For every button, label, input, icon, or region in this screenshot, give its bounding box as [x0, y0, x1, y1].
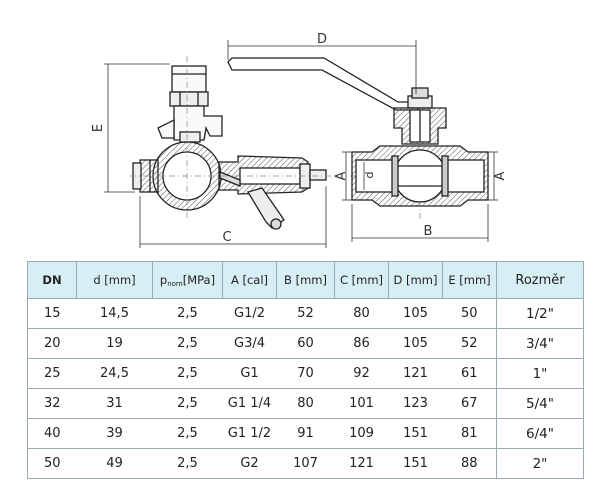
cell-pnom: 2,5 [152, 298, 223, 329]
cell-pnom: 2,5 [152, 448, 223, 479]
cell-pnom: 2,5 [152, 388, 223, 419]
table-row: 32 31 2,5 G1 1/4 80 101 123 67 5/4" [27, 388, 584, 419]
cell-dn: 25 [27, 358, 77, 389]
cell-d: 31 [76, 388, 153, 419]
cell-pnom: 2,5 [152, 418, 223, 449]
cell-c: 109 [334, 418, 389, 449]
table-row: 50 49 2,5 G2 107 121 151 88 2" [27, 448, 584, 479]
cell-b: 60 [276, 328, 335, 359]
valve-section-view [227, 57, 489, 207]
cell-size: 1/2" [496, 298, 584, 329]
cell-d: 24,5 [76, 358, 153, 389]
cell-b: 70 [276, 358, 335, 389]
header-a: A [cal] [222, 261, 277, 299]
cell-a: G1 1/4 [222, 388, 277, 419]
cell-size: 2" [496, 448, 584, 479]
cell-b: 80 [276, 388, 335, 419]
cell-d-mm: 151 [388, 448, 443, 479]
header-pnom-unit: [MPa] [182, 272, 216, 287]
cell-d-mm: 123 [388, 388, 443, 419]
cell-dn: 32 [27, 388, 77, 419]
cell-dn: 20 [27, 328, 77, 359]
cell-d: 39 [76, 418, 153, 449]
cell-b: 107 [276, 448, 335, 479]
cell-e: 61 [442, 358, 497, 389]
cell-e: 67 [442, 388, 497, 419]
cell-c: 101 [334, 388, 389, 419]
cell-c: 80 [334, 298, 389, 329]
dimensions-table: DN d [mm] pnom[MPa] A [cal] B [mm] C [mm… [27, 261, 584, 479]
header-d: d [mm] [76, 261, 153, 299]
cell-d-mm: 105 [388, 328, 443, 359]
cell-pnom: 2,5 [152, 328, 223, 359]
table-row: 15 14,5 2,5 G1/2 52 80 105 50 1/2" [27, 298, 584, 329]
cell-dn: 50 [27, 448, 77, 479]
table-row: 20 19 2,5 G3/4 60 86 105 52 3/4" [27, 328, 584, 359]
cell-size: 1" [496, 358, 584, 389]
table-row: 40 39 2,5 G1 1/2 91 109 151 81 6/4" [27, 418, 584, 449]
cell-d-mm: 151 [388, 418, 443, 449]
header-pnom-prefix: p [159, 272, 168, 287]
dim-label-b: B [424, 224, 433, 239]
cell-a: G1 [222, 358, 277, 389]
valve-side-view [132, 65, 327, 230]
header-d-mm: D [mm] [388, 261, 443, 299]
header-pnom-sub: nom [167, 279, 183, 288]
cell-dn: 15 [27, 298, 77, 329]
cell-d-mm: 105 [388, 298, 443, 329]
cell-e: 50 [442, 298, 497, 329]
cell-c: 121 [334, 448, 389, 479]
cell-a: G3/4 [222, 328, 277, 359]
cell-b: 52 [276, 298, 335, 329]
header-size: Rozměr [496, 261, 584, 299]
dim-label-d: D [317, 32, 327, 47]
cell-pnom: 2,5 [152, 358, 223, 389]
cell-d: 49 [76, 448, 153, 479]
cell-e: 81 [442, 418, 497, 449]
valve-technical-drawing: E C D [91, 32, 508, 248]
cell-d: 14,5 [76, 298, 153, 329]
dim-label-c: C [222, 230, 231, 245]
cell-dn: 40 [27, 418, 77, 449]
cell-a: G2 [222, 448, 277, 479]
cell-a: G1 1/2 [222, 418, 277, 449]
cell-e: 52 [442, 328, 497, 359]
cell-d-mm: 121 [388, 358, 443, 389]
cell-size: 6/4" [496, 418, 584, 449]
cell-d: 19 [76, 328, 153, 359]
dim-label-a-left: A [334, 171, 349, 180]
cell-b: 91 [276, 418, 335, 449]
header-c: C [mm] [334, 261, 389, 299]
cell-size: 5/4" [496, 388, 584, 419]
cell-e: 88 [442, 448, 497, 479]
dim-label-d-inner: d [363, 172, 376, 179]
header-e: E [mm] [442, 261, 497, 299]
header-dn: DN [27, 261, 77, 299]
dim-label-a-right: A [493, 171, 508, 180]
table-row: 25 24,5 2,5 G1 70 92 121 61 1" [27, 358, 584, 389]
header-pnom: pnom[MPa] [152, 261, 223, 299]
cell-c: 86 [334, 328, 389, 359]
header-b: B [mm] [276, 261, 335, 299]
cell-size: 3/4" [496, 328, 584, 359]
dim-label-e: E [91, 124, 106, 132]
cell-c: 92 [334, 358, 389, 389]
table-header-row: DN d [mm] pnom[MPa] A [cal] B [mm] C [mm… [27, 261, 584, 299]
cell-a: G1/2 [222, 298, 277, 329]
